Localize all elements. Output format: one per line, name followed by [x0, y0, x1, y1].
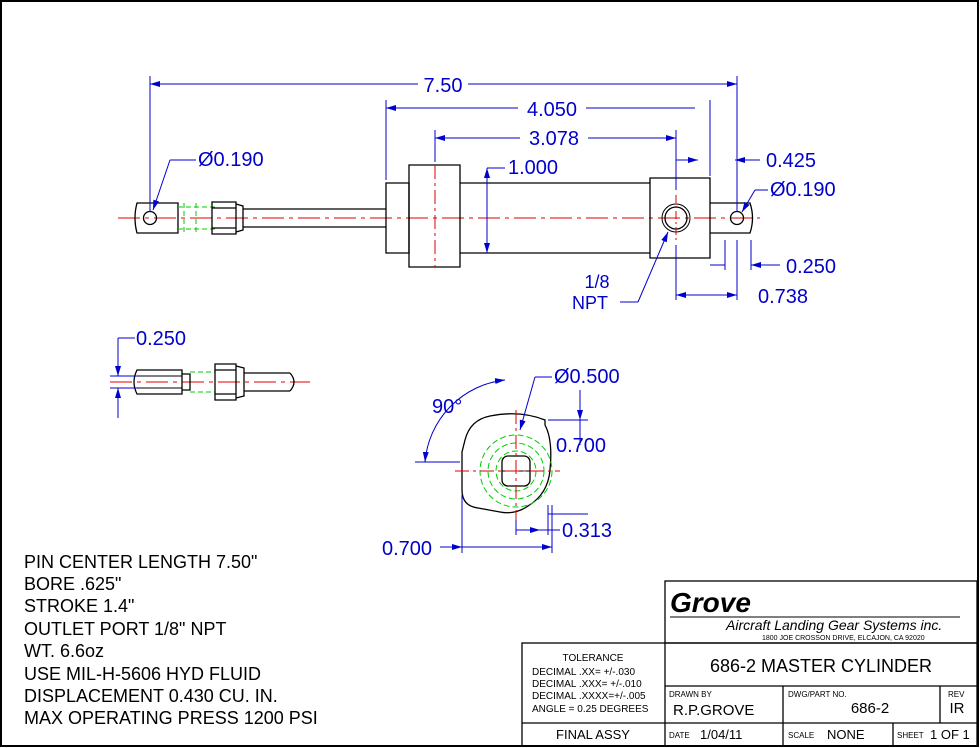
rev-label: REV [948, 690, 965, 699]
rev-value: IR [950, 700, 965, 717]
final-assy: FINAL ASSY [556, 727, 630, 742]
title-block [521, 580, 978, 747]
drawing-title: 686-2 MASTER CYLINDER [710, 656, 932, 676]
port-label-line1: 1/8 [584, 272, 609, 292]
note-line: BORE .625" [24, 574, 121, 594]
scale-value: NONE [827, 727, 865, 742]
end-view-dimensions [415, 376, 588, 553]
main-dimensions [149, 76, 780, 303]
cylinder-side-view [118, 164, 760, 268]
dim-end-height: 0.700 [556, 435, 606, 457]
drawn-by-label: DRAWN BY [669, 690, 712, 699]
sheet-label: SHEET [897, 731, 924, 740]
dim-bore-dia: Ø0.500 [554, 366, 620, 388]
body-collar [408, 164, 461, 268]
dim-angle: 90° [432, 396, 462, 418]
dim-end-pin-dia: Ø0.190 [770, 179, 836, 201]
tolerance-title: TOLERANCE [563, 653, 624, 664]
dwg-number: 686-2 [851, 700, 889, 717]
dwg-label: DWG/PART NO. [788, 690, 847, 699]
tolerance-line: DECIMAL .XXX= +/-.010 [532, 679, 642, 690]
end-view [455, 410, 560, 520]
dim-overall-length: 7.50 [424, 75, 463, 97]
dim-end-width-bottom: 0.700 [382, 538, 432, 560]
notes-block: PIN CENTER LENGTH 7.50" BORE .625" STROK… [24, 552, 318, 728]
company-address: 1800 JOE CROSSON DRIVE, ELCAJON, CA 9202… [762, 635, 925, 642]
note-line: DISPLACEMENT 0.430 CU. IN. [24, 686, 278, 706]
jam-nut [211, 201, 237, 235]
rod-eye [134, 202, 179, 234]
dim-clevis-width: 0.250 [136, 328, 186, 350]
note-line: OUTLET PORT 1/8" NPT [24, 619, 226, 639]
dim-stroke-length: 3.078 [529, 128, 579, 150]
piston-rod [243, 208, 386, 228]
end-eye [710, 202, 754, 234]
dim-end-length: 0.738 [758, 286, 808, 308]
dim-rod-pin-dia: Ø0.190 [198, 149, 264, 171]
company-logo: Grove [670, 587, 751, 618]
drawn-by-value: R.P.GROVE [673, 702, 754, 719]
cylinder-barrel [460, 182, 650, 254]
dim-end-offset: 0.425 [766, 150, 816, 172]
title-block-text: Grove Aircraft Landing Gear Systems inc.… [532, 587, 970, 742]
dim-body-length: 4.050 [527, 99, 577, 121]
date-value: 1/04/11 [700, 727, 742, 742]
dim-body-dia: 1.000 [508, 157, 558, 179]
tolerance-line: DECIMAL .XX= +/-.030 [532, 667, 635, 678]
sheet-value: 1 OF 1 [930, 727, 970, 742]
tolerance-line: ANGLE = 0.25 DEGREES [532, 704, 649, 715]
dim-end-radius: 0.313 [562, 520, 612, 542]
note-line: PIN CENTER LENGTH 7.50" [24, 552, 257, 572]
company-name: Aircraft Landing Gear Systems inc. [725, 617, 942, 633]
end-cap [649, 177, 711, 259]
clevis-detail [110, 337, 310, 418]
dim-end-width: 0.250 [786, 256, 836, 278]
note-line: USE MIL-H-5606 HYD FLUID [24, 664, 261, 684]
scale-label: SCALE [788, 731, 814, 740]
port-label-line2: NPT [572, 293, 608, 313]
note-line: STROKE 1.4" [24, 596, 134, 616]
date-label: DATE [669, 731, 690, 740]
tolerance-line: DECIMAL .XXXX=+/-.005 [532, 691, 646, 702]
note-line: WT. 6.6oz [24, 641, 104, 661]
note-line: MAX OPERATING PRESS 1200 PSI [24, 708, 318, 728]
